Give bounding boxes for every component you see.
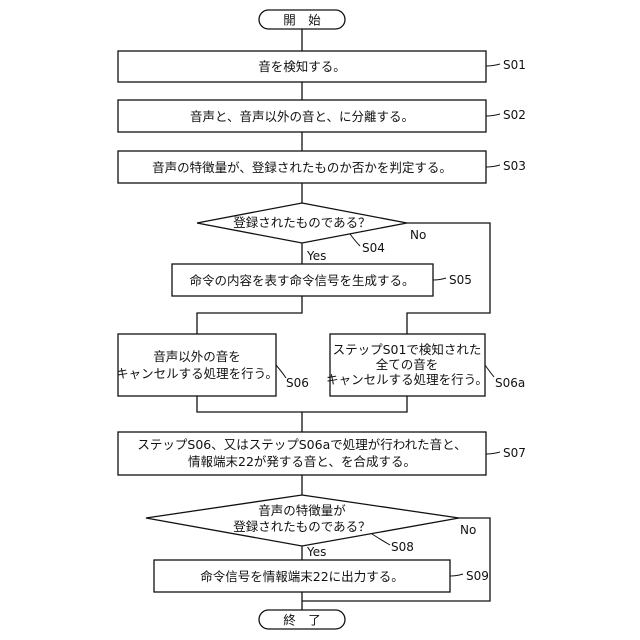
step-s07-id: S07 xyxy=(503,446,526,460)
decision-s08-no-label: No xyxy=(460,523,476,537)
decision-s08-text-line1: 音声の特徴量が xyxy=(258,503,346,518)
step-s07: ステップS06、又はステップS06aで処理が行われた音と、 情報端末22が発する… xyxy=(118,432,526,475)
step-s03-id: S03 xyxy=(503,159,526,173)
step-s06-text-line1: 音声以外の音を xyxy=(153,349,241,364)
step-s06: 音声以外の音を キャンセルする処理を行う。 S06 xyxy=(116,334,309,396)
step-s06-id: S06 xyxy=(286,376,309,390)
decision-s08-id: S08 xyxy=(391,540,414,554)
decision-s04-id: S04 xyxy=(362,241,385,255)
decision-s08-yes-label: Yes xyxy=(306,545,326,559)
step-s01-text: 音を検知する。 xyxy=(258,59,346,74)
step-s06-box xyxy=(118,334,276,396)
step-s05-leader xyxy=(433,278,446,280)
step-s09: 命令信号を情報端末22に出力する。 S09 xyxy=(154,560,489,592)
step-s09-text: 命令信号を情報端末22に出力する。 xyxy=(200,569,403,584)
step-s02-text: 音声と、音声以外の音と、に分離する。 xyxy=(190,109,414,124)
step-s05-id: S05 xyxy=(449,273,472,287)
step-s03: 音声の特徴量が、登録されたものか否かを判定する。 S03 xyxy=(118,151,526,183)
decision-s08-text-line2: 登録されたものである？ xyxy=(233,519,370,534)
step-s09-leader xyxy=(450,574,463,576)
step-s05-text: 命令の内容を表す命令信号を生成する。 xyxy=(189,273,414,288)
decision-s04: 登録されたものである？ S04 Yes No xyxy=(197,203,426,263)
step-s06a-text-line2: 全ての音を xyxy=(376,357,439,372)
step-s06a: ステップS01で検知された 全ての音を キャンセルする処理を行う。 S06a xyxy=(326,334,525,396)
step-s03-leader xyxy=(486,165,500,167)
step-s06a-id: S06a xyxy=(495,376,525,390)
step-s01-id: S01 xyxy=(503,58,526,72)
step-s07-text-line1: ステップS06、又はステップS06aで処理が行われた音と、 xyxy=(137,437,466,452)
step-s02-id: S02 xyxy=(503,108,526,122)
step-s02-leader xyxy=(486,114,500,116)
step-s07-leader xyxy=(486,452,500,454)
connector-s05-s06 xyxy=(197,296,302,334)
step-s01: 音を検知する。 S01 xyxy=(118,51,526,82)
connector-s06-s06a-merge xyxy=(197,396,407,412)
end-terminator: 終 了 xyxy=(259,610,345,629)
step-s01-leader xyxy=(486,64,500,66)
step-s02: 音声と、音声以外の音と、に分離する。 S02 xyxy=(118,100,526,132)
start-label: 開 始 xyxy=(283,13,321,28)
step-s06a-text-line1: ステップS01で検知された xyxy=(333,342,482,357)
decision-s08-leader xyxy=(372,534,390,545)
decision-s04-text: 登録されたものである？ xyxy=(233,215,370,230)
step-s09-id: S09 xyxy=(466,569,489,583)
step-s06a-text-line3: キャンセルする処理を行う。 xyxy=(326,372,488,387)
step-s06-text-line2: キャンセルする処理を行う。 xyxy=(116,366,278,381)
start-terminator: 開 始 xyxy=(259,10,345,29)
end-label: 終 了 xyxy=(283,613,321,628)
decision-s04-no-label: No xyxy=(410,228,426,242)
decision-s04-leader xyxy=(350,234,360,246)
step-s05: 命令の内容を表す命令信号を生成する。 S05 xyxy=(172,264,472,296)
step-s03-text: 音声の特徴量が、登録されたものか否かを判定する。 xyxy=(152,160,452,175)
decision-s08: 音声の特徴量が 登録されたものである？ S08 Yes No xyxy=(146,495,476,559)
decision-s04-yes-label: Yes xyxy=(306,249,326,263)
step-s07-text-line2: 情報端末22が発する音と、を合成する。 xyxy=(188,454,416,469)
